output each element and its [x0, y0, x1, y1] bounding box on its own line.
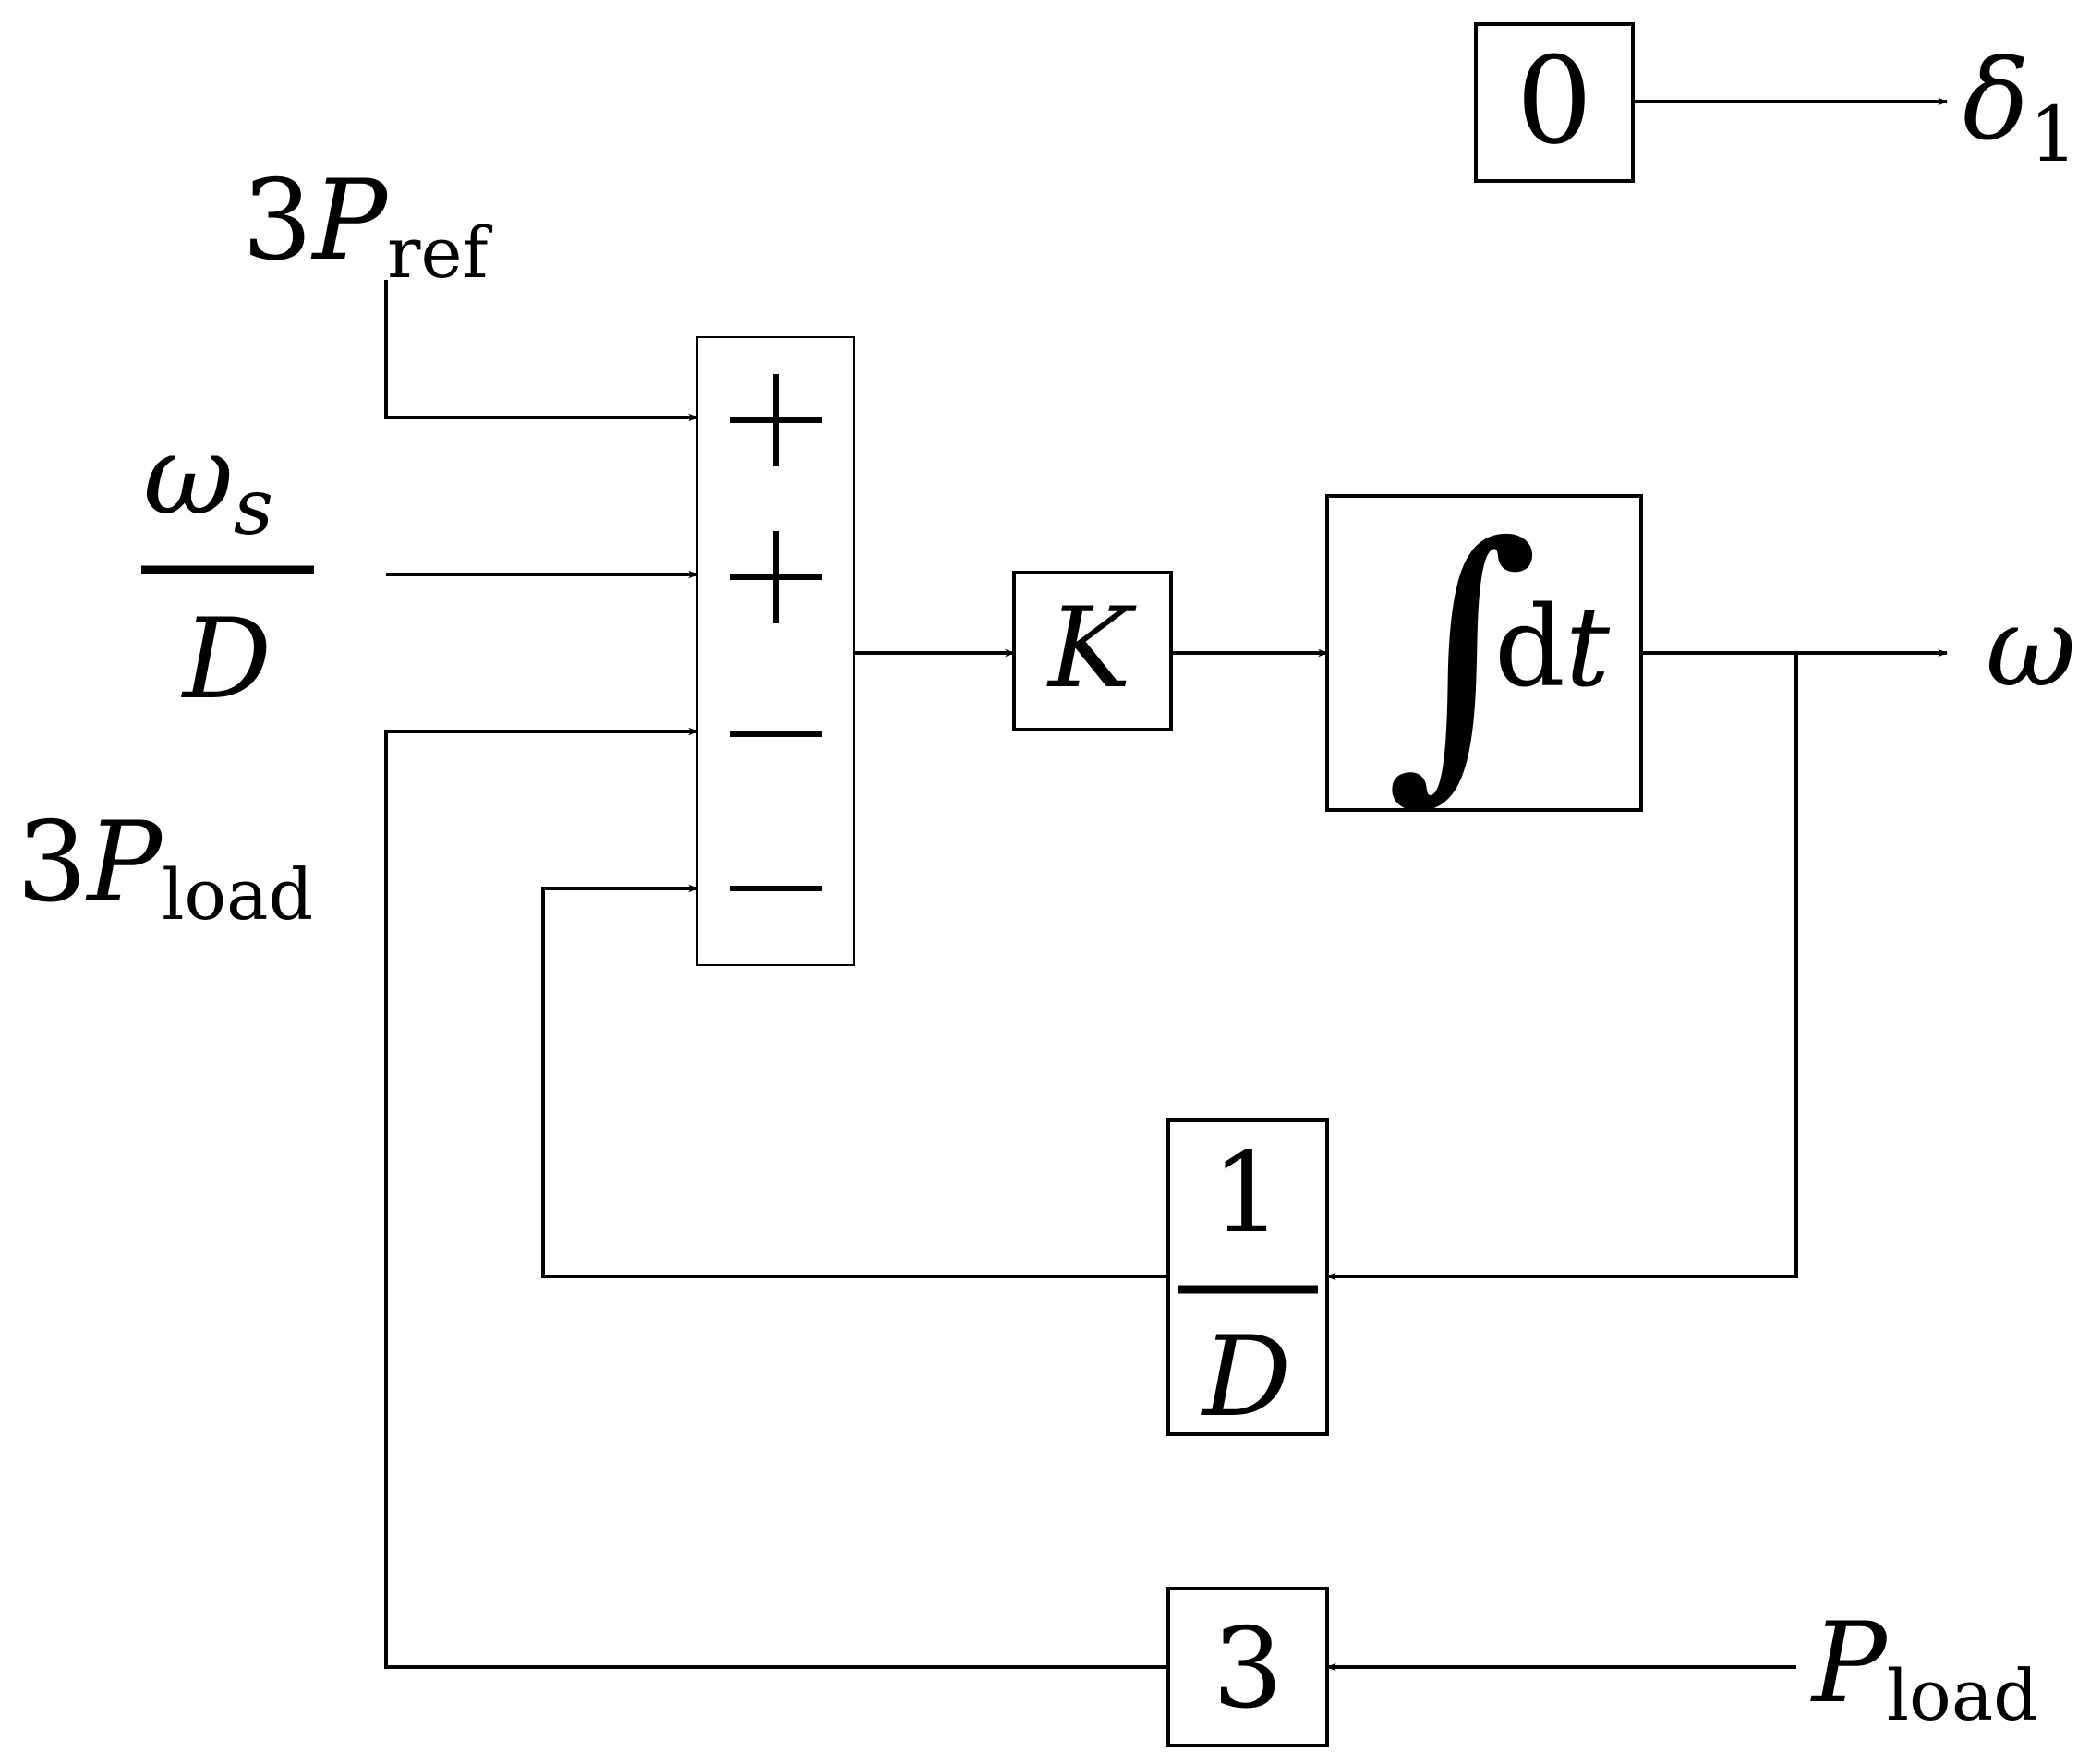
integrator-dt-label: dt: [1494, 584, 1611, 712]
summer-sign-2: [730, 531, 822, 623]
zero-block: [1474, 22, 1635, 183]
zero-block-label: 0: [1516, 30, 1593, 171]
three-gain-label: 3: [1213, 1605, 1283, 1734]
gain-k-label: K: [1046, 585, 1137, 713]
p-load-input-label: Pload: [1810, 1600, 2038, 1736]
omega-s-over-d-input-label: ωs D: [141, 412, 314, 724]
p-load3-input-label: 3Pload: [17, 799, 313, 936]
omega-output-label: ω: [1986, 584, 2076, 712]
feedback-block: [1166, 1118, 1329, 1436]
p-ref-wire: [384, 280, 699, 422]
svg-text:ωs: ωs: [143, 412, 273, 552]
feedback-wire: [541, 884, 1168, 1278]
p-load3-wire: [384, 727, 1168, 1669]
integral-sign: ∫: [1385, 484, 1540, 828]
svg-text:D: D: [181, 596, 272, 724]
integrator-block: [1325, 494, 1643, 812]
three-gain-block: [1166, 1587, 1329, 1747]
delta-output-label: δ1: [1963, 37, 2077, 179]
summing-junction: [696, 336, 855, 966]
feedback-numerator: 1: [1212, 1130, 1282, 1258]
summer-sign-1: [730, 374, 822, 466]
feedback-denominator: D: [1201, 1313, 1291, 1442]
p-ref-input-label: 3Pref: [242, 157, 492, 294]
omega-to-feedback-wire: [1325, 653, 1798, 1281]
